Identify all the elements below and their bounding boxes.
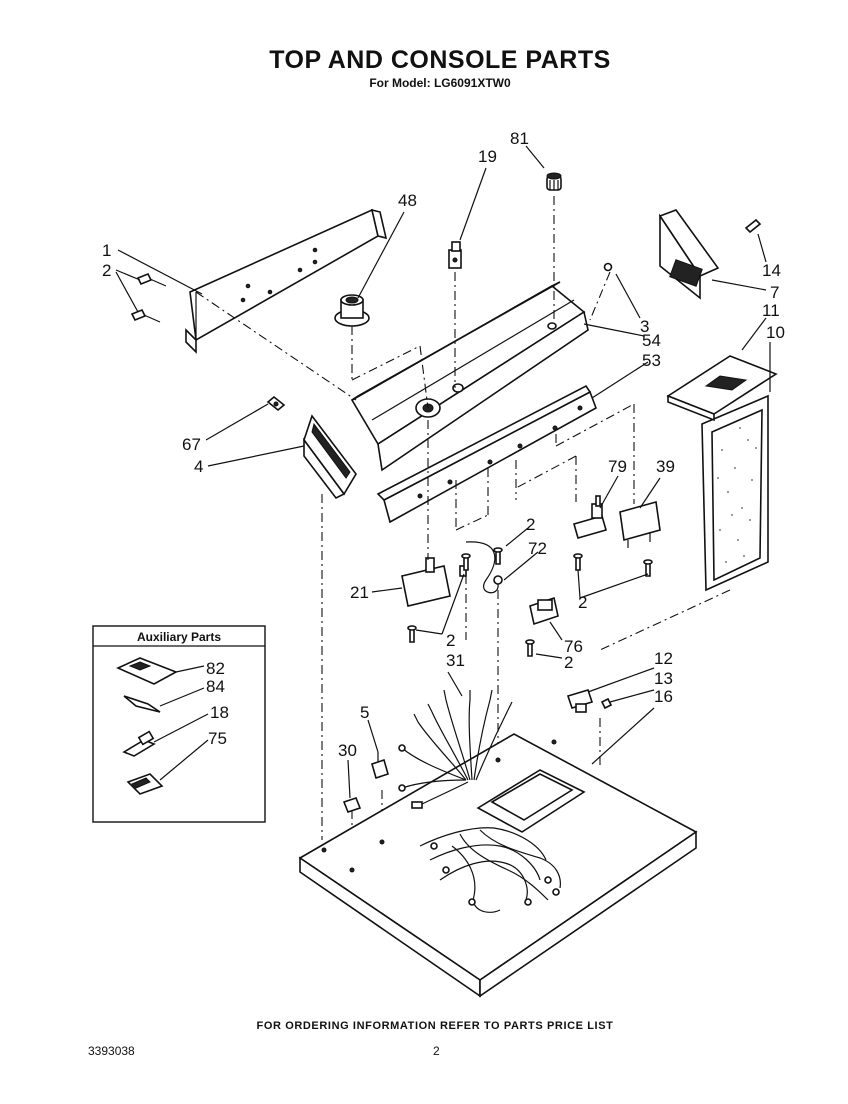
aux-18: 18 — [210, 703, 229, 722]
callout-21: 21 — [350, 583, 369, 602]
page-number: 2 — [433, 1044, 440, 1058]
right-endcap-part-7 — [603, 209, 762, 300]
auxiliary-parts-box: Auxiliary Parts 82 84 18 75 — [92, 625, 266, 823]
page-title: TOP AND CONSOLE PARTS — [269, 46, 611, 74]
screw-pair — [130, 272, 167, 323]
switch-part-39 — [619, 500, 661, 548]
callout-2-c: 2 — [446, 631, 455, 650]
cabinet-top-part-16 — [298, 733, 698, 998]
callout-labels: 1 2 48 19 81 14 7 3 54 53 11 10 67 4 79 … — [102, 129, 785, 760]
callout-54: 54 — [642, 331, 661, 350]
callout-3: 3 — [640, 317, 649, 336]
callout-11: 11 — [762, 301, 780, 320]
callout-2-b: 2 — [526, 515, 535, 534]
document-number: 3393038 — [88, 1044, 135, 1058]
auxiliary-title: Auxiliary Parts — [137, 630, 221, 644]
wire-part-72 — [465, 541, 503, 594]
rear-console-panel — [185, 208, 388, 354]
callout-10: 10 — [766, 323, 785, 342]
callout-48: 48 — [398, 191, 417, 210]
screws — [407, 547, 653, 657]
aux-82: 82 — [206, 659, 225, 678]
callout-2-d: 2 — [578, 593, 587, 612]
callout-79: 79 — [608, 457, 627, 476]
console-part-54 — [350, 281, 589, 472]
callout-72: 72 — [528, 539, 547, 558]
aux-75: 75 — [208, 729, 227, 748]
part-5 — [371, 752, 389, 780]
callout-39: 39 — [656, 457, 675, 476]
buzzer-part-76 — [529, 596, 559, 626]
part-12 — [566, 689, 594, 713]
lint-screen-part-10 — [701, 394, 769, 592]
callout-13: 13 — [654, 669, 673, 688]
callout-76: 76 — [564, 637, 583, 656]
aux-84: 84 — [206, 677, 225, 696]
callout-19: 19 — [478, 147, 497, 166]
wire-harness-part-31 — [398, 689, 513, 809]
callout-2: 2 — [102, 261, 111, 280]
callout-5: 5 — [360, 703, 369, 722]
switch-part-79 — [573, 495, 607, 539]
ordering-note: FOR ORDERING INFORMATION REFER TO PARTS … — [256, 1020, 614, 1032]
part-13 — [600, 697, 613, 710]
callout-7: 7 — [770, 283, 779, 302]
knob-part-48 — [334, 294, 370, 327]
callout-12: 12 — [654, 649, 673, 668]
callout-30: 30 — [338, 741, 357, 760]
knob-part-81 — [546, 172, 562, 191]
leader-lines — [115, 145, 771, 799]
left-endcap-part-4 — [266, 395, 357, 500]
callout-53: 53 — [642, 351, 661, 370]
callout-16: 16 — [654, 687, 673, 706]
alignment-lines — [195, 196, 731, 870]
callout-2-e: 2 — [564, 653, 573, 672]
callout-81: 81 — [510, 129, 529, 148]
lint-cover-part-11 — [666, 355, 778, 422]
model-subtitle: For Model: LG6091XTW0 — [369, 76, 511, 90]
button-part-19 — [448, 241, 462, 269]
console-bracket-part-53 — [376, 384, 597, 524]
callout-1: 1 — [102, 241, 111, 260]
callout-67: 67 — [182, 435, 201, 454]
part-30 — [342, 797, 362, 813]
callout-31: 31 — [446, 651, 465, 670]
callout-4: 4 — [194, 457, 203, 476]
timer-part-21 — [401, 557, 467, 607]
callout-14: 14 — [762, 261, 781, 280]
